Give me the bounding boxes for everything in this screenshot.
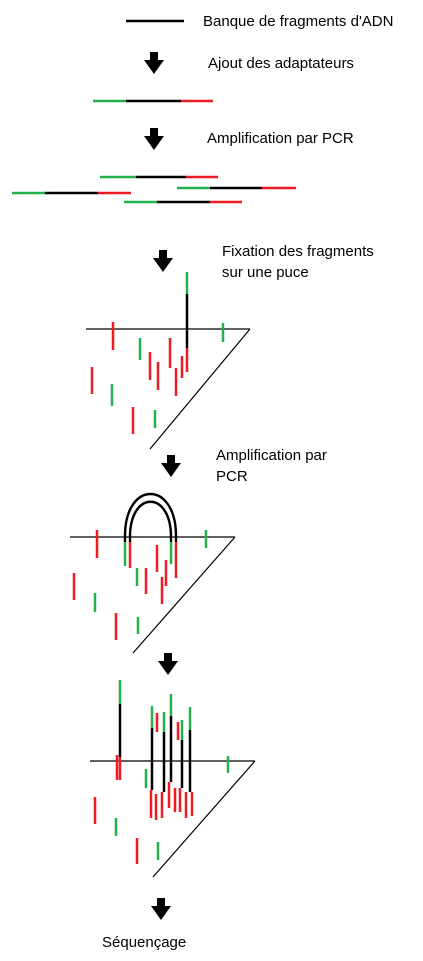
step-add-adapters-label: Ajout des adaptateurs [208, 55, 354, 72]
bridge-ends [123, 542, 178, 578]
legend-label: Banque de fragments d'ADN [203, 13, 393, 30]
down-arrow-icon [151, 898, 171, 920]
chip-primers [72, 530, 208, 640]
down-arrow-icon [153, 250, 173, 272]
chip-clusters [90, 680, 256, 878]
down-arrow-icon [161, 455, 181, 477]
step-fixation-label-line2: sur une puce [222, 264, 309, 281]
step-fixation-label-line1: Fixation des fragments [222, 243, 374, 260]
down-arrow-icon [144, 52, 164, 74]
chip-fixation [86, 272, 251, 450]
step-pcr-label: Amplification par PCR [207, 130, 354, 147]
bridge-arches [123, 493, 178, 542]
legend: Banque de fragments d'ADN [126, 13, 393, 30]
down-arrow-icon [158, 653, 178, 675]
chip-surface [86, 328, 251, 450]
chip-primers [93, 755, 230, 864]
cluster-strands [118, 680, 192, 792]
amplified-fragments [12, 175, 296, 204]
chip-primers [90, 322, 225, 434]
down-arrow-icon [144, 128, 164, 150]
chip-bridge-amplification [70, 493, 236, 654]
step-sequencing-label: Séquençage [102, 934, 186, 951]
step-bridge-pcr-label-line1: Amplification par [216, 447, 327, 464]
step-bridge-pcr-label-line2: PCR [216, 468, 248, 485]
